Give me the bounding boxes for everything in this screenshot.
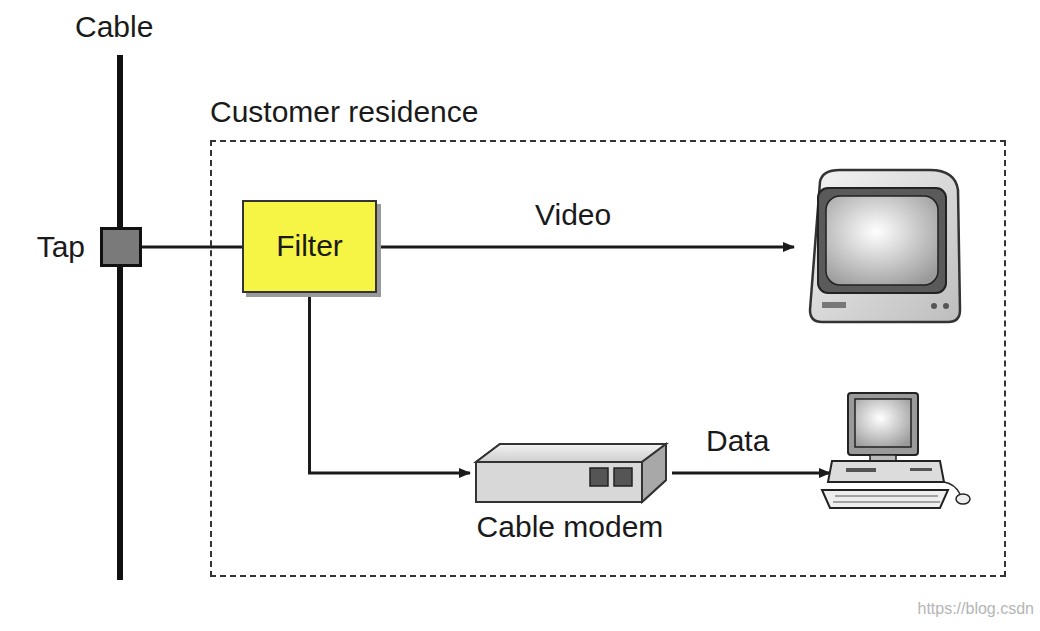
connector (142, 246, 242, 249)
filter-box: Filter (242, 200, 377, 293)
modem-illustration (470, 440, 670, 506)
modem-label: Cable modem (470, 510, 670, 545)
tap-box: Tap (100, 227, 142, 267)
signal-label: Data (706, 424, 769, 459)
video-arrow (378, 246, 794, 249)
data-arrow (672, 472, 830, 475)
filter-label: Filter (276, 229, 343, 264)
cable-line (117, 55, 123, 580)
tv-illustration (810, 170, 960, 322)
tap-label: Tap (37, 230, 85, 265)
signal-label: Video (535, 198, 611, 233)
connector (310, 293, 471, 473)
cable-modem: Cable modem (470, 440, 670, 552)
region-heading: Customer residence (210, 95, 478, 130)
watermark: https://blog.csdn (917, 600, 1034, 618)
cable-label: Cable (75, 10, 153, 45)
computer-illustration (822, 393, 970, 508)
